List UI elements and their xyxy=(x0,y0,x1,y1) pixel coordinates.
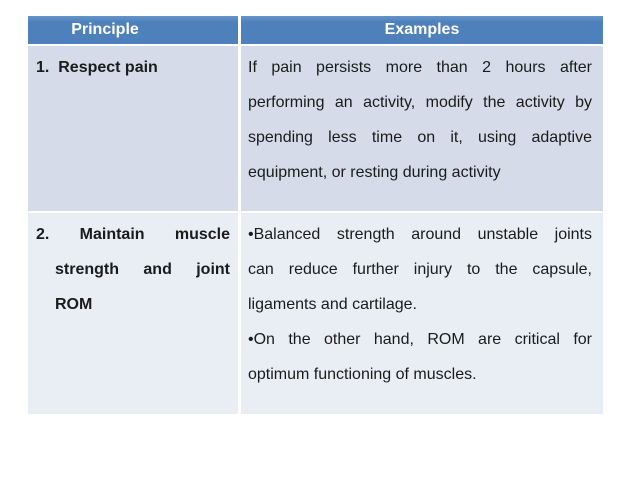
header-cell-principle: Principle xyxy=(28,16,238,44)
text-line: optimum functioning of muscles. xyxy=(248,366,477,383)
cell-examples-row1: If pain persists more than 2 hours after… xyxy=(241,46,603,211)
examples-2-paragraph-1: •Balanced strength around unstable joint… xyxy=(248,217,592,322)
text-line: equipment, or resting during activity xyxy=(248,164,501,181)
cell-examples-row2: •Balanced strength around unstable joint… xyxy=(241,213,603,414)
cell-principle-row1: 1. Respect pain xyxy=(28,46,238,211)
text-line: •Balanced strength around unstable joint… xyxy=(248,226,592,243)
principles-table: Principle Examples 1. Respect pain If pa… xyxy=(28,16,603,414)
text-line: ROM xyxy=(55,296,93,313)
header-cell-examples: Examples xyxy=(241,16,603,44)
examples-2-paragraph-2: •On the other hand, ROM are critical for… xyxy=(248,322,592,392)
principle-1-text: 1. Respect pain xyxy=(36,50,230,85)
text-line: can reduce further injury to the capsule… xyxy=(248,261,592,278)
text-line: spending less time on it, using adaptive xyxy=(248,129,592,146)
text-line: 2. Maintain muscle xyxy=(36,226,230,243)
text-line: ligaments and cartilage. xyxy=(248,296,417,313)
text-line: strength and joint xyxy=(55,261,230,278)
text-line: 1. Respect pain xyxy=(36,59,158,76)
text-line: •On the other hand, ROM are critical for xyxy=(248,331,592,348)
text-line: performing an activity, modify the activ… xyxy=(248,94,592,111)
text-line: If pain persists more than 2 hours after xyxy=(248,59,592,76)
examples-1-paragraph: If pain persists more than 2 hours after… xyxy=(248,50,592,190)
